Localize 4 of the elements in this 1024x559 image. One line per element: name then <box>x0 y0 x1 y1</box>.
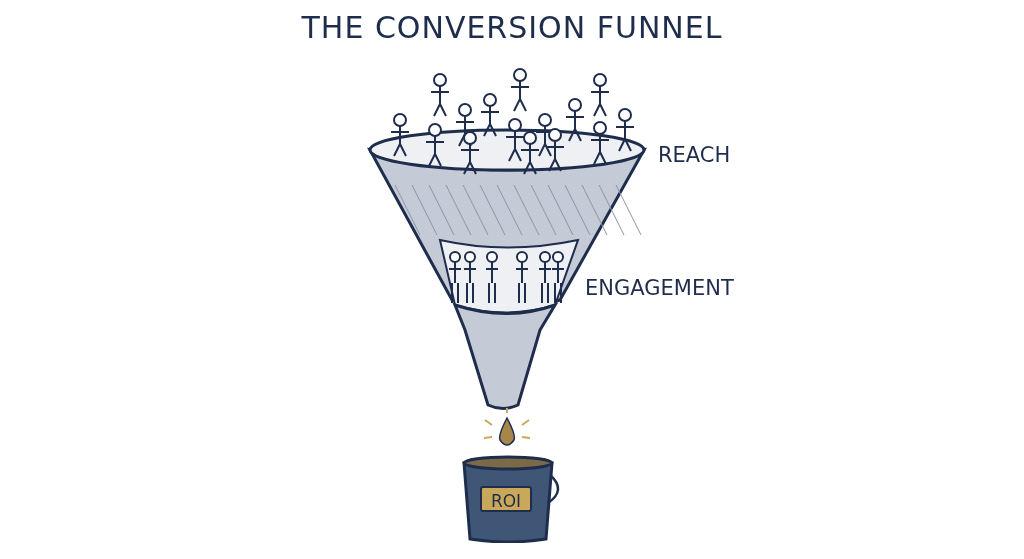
diagram-title: THE CONVERSION FUNNEL <box>300 10 724 45</box>
bucket-label: ROI <box>480 486 532 512</box>
stage-label: ENGAGEMENT <box>585 276 734 300</box>
stage-label: REACH <box>658 143 731 167</box>
